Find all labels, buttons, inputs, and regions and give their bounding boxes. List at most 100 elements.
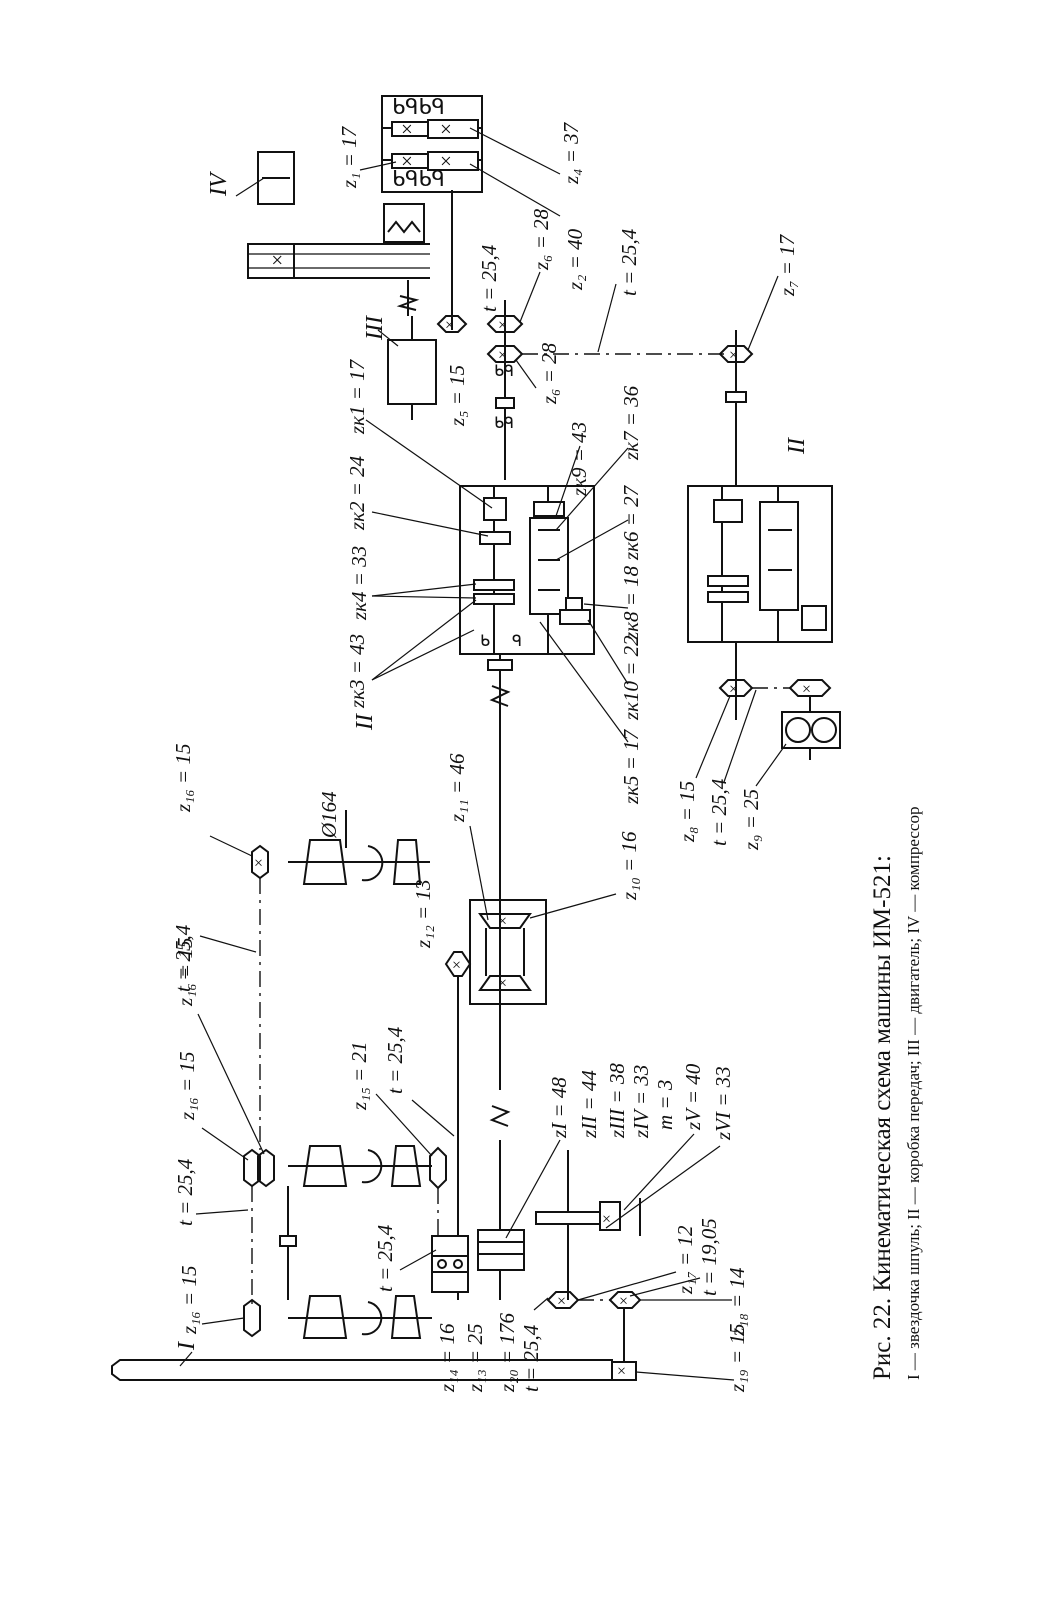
rotation-arrow-icon-3 xyxy=(361,1301,383,1336)
caption-title: Рис. 22. Кинематическая схема машины ИМ-… xyxy=(869,855,896,1380)
label-I: I xyxy=(174,1341,200,1351)
svg-text:×: × xyxy=(445,317,454,334)
compressor-group: IV × xyxy=(206,151,430,279)
pulley-center-x: × xyxy=(270,248,284,272)
label-zk8: zк8 = 18 xyxy=(619,565,643,641)
svg-text:×: × xyxy=(401,149,413,173)
label-z2: z₂ = 40 xyxy=(563,228,587,291)
label-m3: m = 3 xyxy=(653,1080,677,1130)
label-z6-b: z₆ = 28 xyxy=(537,342,561,405)
gearbox-II-main: ᑲ ᑫ xyxy=(459,485,595,655)
gear-cluster: × xyxy=(477,1140,641,1300)
label-z13: z₁₃ = 25 xyxy=(463,1324,487,1393)
sprocket-z17: × xyxy=(546,1291,580,1310)
label-z7: z₇ = 17 xyxy=(775,233,799,297)
rotation-arrow-icon xyxy=(361,845,384,882)
label-II-copy: II xyxy=(784,437,810,455)
label-z15: z₁₅ = 21 xyxy=(347,1042,371,1111)
label-z6-a: z₆ = 28 xyxy=(529,208,553,271)
label-II-main: II xyxy=(352,713,378,731)
label-z18: z₁₈ = 14 xyxy=(725,1267,749,1337)
label-zk3: zк3 = 43 xyxy=(345,634,369,709)
svg-text:×: × xyxy=(498,347,507,364)
svg-text:×: × xyxy=(617,1363,626,1380)
label-zk4: zк4 = 33 xyxy=(347,546,371,621)
label-z16-c: z₁₆ = 15 xyxy=(173,938,197,1007)
label-z1: z₁ = 17 xyxy=(337,125,361,189)
svg-text:ᑲᑫᑲᑫ: ᑲᑫᑲᑫ xyxy=(392,95,445,119)
differential-group: × × xyxy=(469,880,547,1090)
figure-caption: Рис. 22. Кинематическая схема машины ИМ-… xyxy=(866,130,928,1380)
svg-text:ᑲ: ᑲ xyxy=(480,633,490,650)
reducer-z1-z4: × × × × ᑲᑫᑲᑫ ᑲᑫᑲᑫ z₁ = 17 z₄ = 37 z₂ = 4… xyxy=(337,95,587,291)
rotation-arrow-icon-2 xyxy=(361,1149,383,1184)
svg-text:×: × xyxy=(440,149,452,173)
svg-text:ᑲᑫᑲᑫ: ᑲᑫᑲᑫ xyxy=(392,167,445,191)
label-z10: z₁₀ = 16 xyxy=(617,831,641,901)
gearbox-housing xyxy=(459,485,595,655)
top-spindle: Ø164 xyxy=(288,791,430,885)
svg-text:×: × xyxy=(557,1293,566,1310)
label-z11: z₁₁ = 46 xyxy=(445,753,469,823)
label-zVI: zVI = 33 xyxy=(711,1066,735,1141)
label-zk2: zк2 = 24 xyxy=(345,455,369,531)
label-t-motor: t = 25,4 xyxy=(477,244,501,312)
label-IV: IV xyxy=(206,171,232,197)
kinematic-scheme-diagram: IV × × × × × ᑲᑫᑲᑫ ᑲᑫᑲᑫ z₁ = 17 z₄ = 37 z… xyxy=(111,95,841,1393)
sprocket-z6-upper: × xyxy=(486,315,524,334)
svg-text:×: × xyxy=(440,117,452,141)
coupling-symbol-gearbox xyxy=(487,659,513,671)
svg-text:ᑲᑫ: ᑲᑫ xyxy=(494,415,514,432)
label-t-z15: t = 25,4 xyxy=(383,1026,407,1094)
label-z20: z₂₀ = 176 xyxy=(495,1313,519,1393)
label-z12: z₁₂ = 13 xyxy=(411,880,435,949)
bottom-spindle xyxy=(288,1295,432,1339)
label-t1905: t = 19,05 xyxy=(697,1218,721,1296)
label-z8: z₈ = 15 xyxy=(675,781,699,843)
svg-text:×: × xyxy=(619,1293,628,1310)
svg-text:×: × xyxy=(802,681,811,698)
label-z16-a: z₁₆ = 15 xyxy=(177,1266,201,1335)
label-zk1: zк1 = 17 xyxy=(345,358,369,435)
caption-legend: I — звездочка шпуль; II — коробка переда… xyxy=(904,806,923,1380)
label-zI: zI = 48 xyxy=(547,1077,571,1139)
svg-text:×: × xyxy=(254,855,263,872)
reducer-housing xyxy=(381,95,483,193)
label-z9: z₉ = 25 xyxy=(739,789,763,851)
label-zk10: zк10 = 22 xyxy=(619,635,643,721)
sprocket-I-bar xyxy=(111,1359,613,1381)
label-zIII: zIII = 38 xyxy=(605,1063,629,1139)
svg-text:×: × xyxy=(498,975,507,992)
svg-text:×: × xyxy=(452,957,461,974)
sprocket-z16-top: × xyxy=(251,844,269,880)
label-t-z14: t = 25,4 xyxy=(373,1224,397,1292)
label-phi164: Ø164 xyxy=(317,791,341,839)
label-z19: z₁₉ = 15 xyxy=(725,1324,749,1393)
coupling-symbol-left xyxy=(279,1235,297,1247)
label-t-long: t = 25,4 xyxy=(617,228,641,296)
sprocket-z13-z14 xyxy=(431,1235,469,1293)
label-zV: zV = 40 xyxy=(681,1063,705,1131)
svg-text:×: × xyxy=(498,317,507,334)
label-t-z20: t = 25,4 xyxy=(519,1324,543,1392)
motor-III: III xyxy=(362,280,437,420)
label-zk7: zк7 = 36 xyxy=(619,385,643,461)
label-t-z8: t = 25,4 xyxy=(707,778,731,846)
label-z4: z₄ = 37 xyxy=(559,121,583,185)
sprocket-z9: × xyxy=(788,679,832,698)
sprocket-z8: × xyxy=(718,679,754,698)
gearbox-II-copy xyxy=(687,485,833,643)
bevel-gear-z10 xyxy=(478,913,532,929)
label-t-top: t = 25,4 xyxy=(171,924,195,992)
svg-text:×: × xyxy=(729,681,738,698)
sprocket-z16-bottom xyxy=(243,1298,261,1338)
label-z16-b: z₁₆ = 15 xyxy=(175,1052,199,1121)
sprocket-z12: × xyxy=(444,951,472,977)
label-z16-d: z₁₆ = 15 xyxy=(171,744,195,813)
label-III: III xyxy=(362,315,388,341)
middle-spindle xyxy=(288,1145,432,1187)
svg-text:×: × xyxy=(401,117,413,141)
label-zk9: zк9 = 43 xyxy=(567,422,591,497)
sprocket-z7: × xyxy=(718,345,754,364)
svg-text:×: × xyxy=(498,913,507,930)
